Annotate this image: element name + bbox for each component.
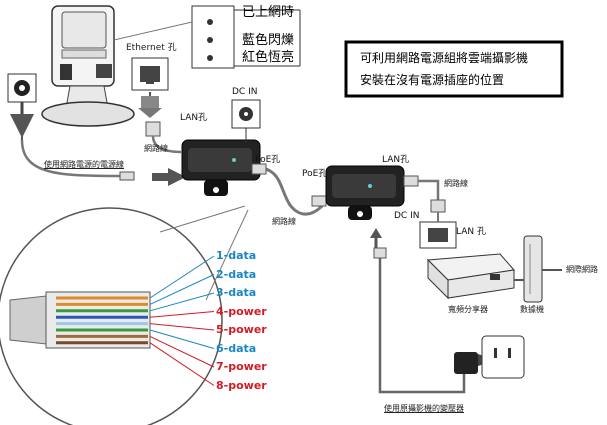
left-power-caption: 使用網路電源的電源線 [44,160,124,169]
power-adapter [454,335,525,379]
pin-leader-5 [149,323,215,331]
pin-leader-7 [149,335,215,368]
router-lan-label: LAN 孔 [456,227,486,237]
poe-injector-1 [181,139,261,196]
bottom-power-caption: 使用原攝影機的變壓器 [384,404,464,413]
inj1-dcin-label: DC IN [232,87,258,97]
status-blue: 藍色閃爍 [242,33,295,48]
inj2-poe-label: PoE孔 [302,169,328,179]
router-label: 寬頻分享器 [448,305,488,314]
note-line2: 安裝在沒有電源插座的位置 [360,73,505,87]
note-box [344,40,564,98]
pin-label-8: 8-power [216,378,267,392]
pin-leader-4 [149,311,215,318]
router [426,253,515,300]
pin-leader-1 [149,255,215,299]
lan-port-callout [419,221,457,249]
pin-leader-6 [149,329,215,349]
pin-leader-3 [149,292,215,312]
poe-injector-2 [325,165,405,220]
inj2-dcin-label: DC IN [394,211,420,221]
inj2-cable-label: 網路線 [272,217,296,226]
pin-label-4: 4-power [216,304,267,318]
pin-label-7: 7-power [216,360,267,373]
status-red: 紅色恆亮 [242,50,295,65]
inj1-poe-label: PoE孔 [255,155,281,165]
rj45-connector [9,291,151,349]
pin-label-6: 6-data [216,341,257,355]
pin-leaders [149,255,215,386]
status-led-callout [191,5,301,69]
pin-label-1: 1-data [216,249,257,262]
camera-illustration [41,5,135,127]
note-line1: 可利用網路電源組將雲端攝影機 [360,51,529,65]
pin-leader-8 [149,342,215,386]
pin-label-3: 3-data [216,286,257,299]
pin-label-2: 2-data [216,267,257,281]
internet-label: 網際網路 [566,265,598,274]
inj1-cable-label: 網路線 [144,144,168,153]
modem [523,235,543,303]
inj2-cable-label2: 網路線 [444,179,468,188]
modem-label: 數據機 [520,305,544,314]
pin-leader-2 [149,274,215,305]
camera-ethernet-port [131,57,169,91]
camera-dc-port [7,73,37,103]
inj1-lan-label: LAN孔 [180,113,208,123]
ethernet-label: Ethernet 孔 [126,43,177,53]
pin-label-5: 5-power [216,323,267,336]
status-online: 已上網時 [242,5,295,20]
inj2-lan-label: LAN孔 [382,155,410,165]
